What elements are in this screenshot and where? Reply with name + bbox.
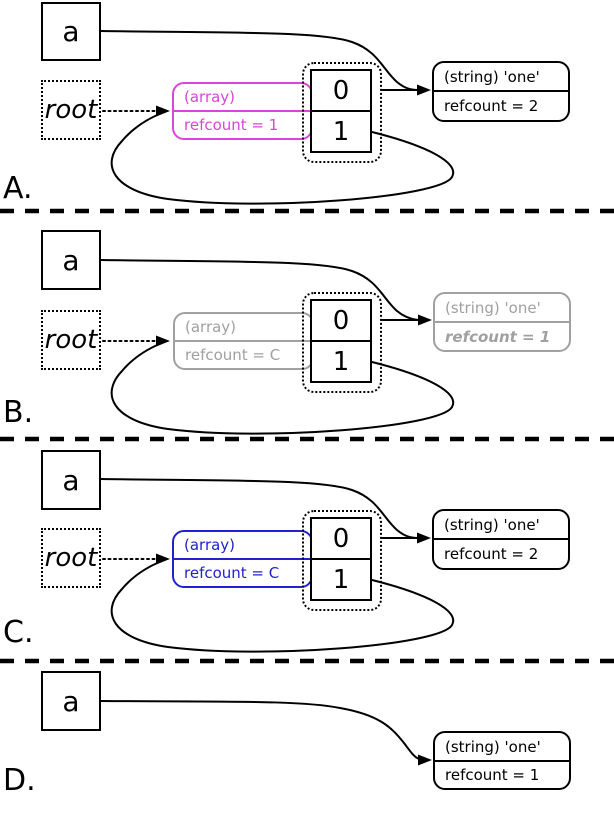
root-label: root <box>44 543 98 573</box>
string-type-label: (string) 'one' <box>445 737 541 756</box>
array-refcount-label: refcount = 1 <box>184 116 279 134</box>
string-box: (string) 'one' refcount = 1 <box>433 731 571 790</box>
a-to-string-curve <box>100 478 419 539</box>
string-type-label: (string) 'one' <box>444 515 540 534</box>
string-box: (string) 'one' refcount = 1 <box>433 292 571 352</box>
arrowhead <box>156 553 170 565</box>
slot-1-label: 1 <box>332 346 350 377</box>
arrowhead <box>418 314 432 326</box>
panel-label: D. <box>3 763 36 798</box>
arrowhead <box>418 754 432 766</box>
string-type-label: (string) 'one' <box>444 67 540 86</box>
array-box: (array) refcount = C <box>173 312 314 370</box>
panel-label: C. <box>3 615 34 650</box>
root-box: root <box>41 80 101 140</box>
array-box: (array) refcount = C <box>172 530 313 588</box>
string-type-label: (string) 'one' <box>445 298 541 317</box>
string-refcount-label: refcount = 1 <box>445 766 540 784</box>
a-to-string-curve <box>100 259 419 321</box>
array-cycle-loop <box>110 112 455 205</box>
a-to-string-curve <box>100 700 420 760</box>
zval-container <box>302 62 382 163</box>
array-slots-box: 0 1 <box>310 517 372 601</box>
panel-label: A. <box>3 171 33 206</box>
variable-box: a <box>41 2 101 61</box>
string-refcount-label: refcount = 1 <box>445 327 551 346</box>
array-box: (array) refcount = 1 <box>172 82 313 140</box>
zval-container <box>302 510 382 611</box>
root-label: root <box>44 325 98 355</box>
array-cycle-loop <box>110 560 455 653</box>
array-type-label: (array) <box>184 88 236 106</box>
array-type-label: (array) <box>184 536 236 554</box>
string-box: (string) 'one' refcount = 2 <box>432 509 570 570</box>
arrowhead <box>417 532 431 544</box>
arrowhead <box>156 105 170 117</box>
array-slots-box: 0 1 <box>310 299 372 383</box>
string-box: (string) 'one' refcount = 2 <box>432 61 570 122</box>
variable-box: a <box>41 450 101 510</box>
variable-label: a <box>62 243 80 277</box>
string-refcount-label: refcount = 2 <box>444 545 539 563</box>
array-slots-box: 0 1 <box>310 69 372 153</box>
slot-0-label: 0 <box>332 523 350 554</box>
root-box: root <box>41 310 101 370</box>
slot-0-label: 0 <box>332 305 350 336</box>
string-refcount-label: refcount = 2 <box>444 97 539 115</box>
slot-0-label: 0 <box>332 75 350 106</box>
root-label: root <box>44 95 98 125</box>
root-box: root <box>41 528 101 588</box>
variable-box: a <box>41 671 101 731</box>
arrowhead <box>417 84 431 96</box>
variable-label: a <box>62 15 80 48</box>
array-type-label: (array) <box>185 318 237 336</box>
array-cycle-loop <box>110 342 455 435</box>
variable-label: a <box>62 463 80 497</box>
a-to-string-curve <box>100 30 419 91</box>
array-refcount-label: refcount = C <box>184 564 280 582</box>
arrowhead <box>156 335 170 347</box>
variable-label: a <box>62 684 80 718</box>
panel-label: B. <box>3 395 34 430</box>
slot-1-label: 1 <box>332 116 350 147</box>
slot-1-label: 1 <box>332 564 350 595</box>
array-refcount-label: refcount = C <box>185 346 281 364</box>
variable-box: a <box>41 230 101 290</box>
zval-container <box>302 292 382 393</box>
